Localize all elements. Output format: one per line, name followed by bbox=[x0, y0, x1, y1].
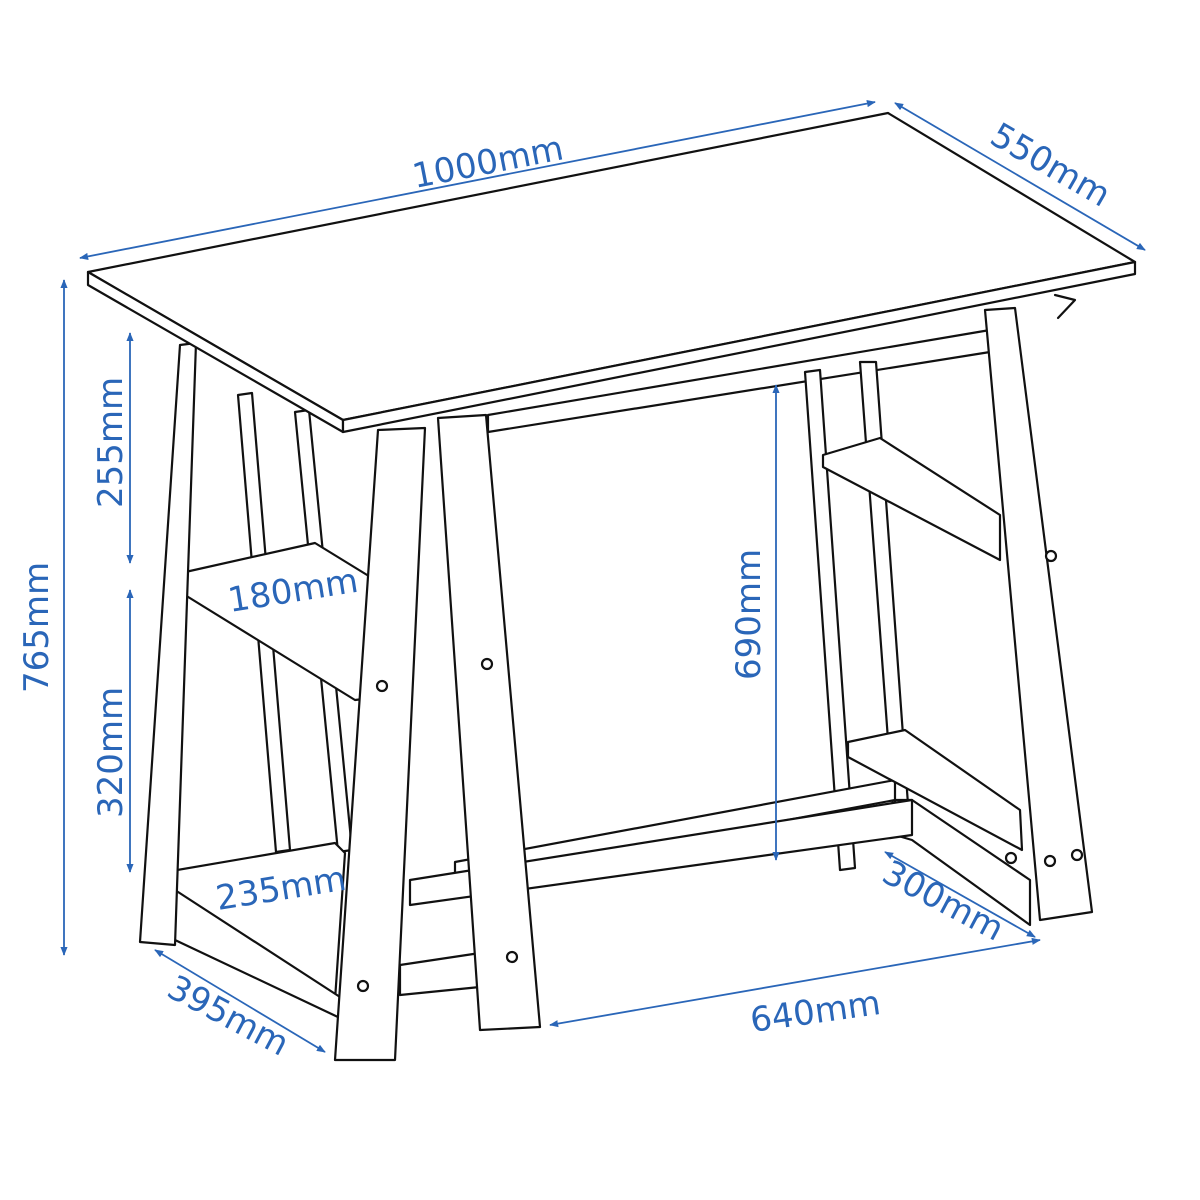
leg-span-label: 640mm bbox=[748, 983, 883, 1041]
base-depth-dim-line bbox=[154, 949, 326, 1053]
total-height-label: 765mm bbox=[17, 562, 57, 693]
front-right-leg-bolt bbox=[1044, 549, 1058, 563]
right-shelf-dim-line bbox=[884, 851, 1036, 938]
right-upper-shelf bbox=[821, 436, 1002, 562]
lower-stretcher-front bbox=[408, 798, 914, 907]
front-left-leg-bolt bbox=[375, 679, 389, 693]
shelf-gap-label: 320mm bbox=[91, 687, 131, 818]
front-left-leg-outer bbox=[138, 341, 198, 947]
back-right-leg-a bbox=[803, 368, 857, 872]
front-center-leg-bolt bbox=[480, 657, 494, 671]
clear-height-label: 690mm bbox=[729, 549, 769, 680]
top-support-bracket bbox=[1053, 293, 1077, 320]
width-dim-line bbox=[79, 100, 876, 260]
front-center-leg-bolt-2 bbox=[505, 950, 519, 964]
right-lower-shelf bbox=[846, 728, 1024, 852]
desk-drawing bbox=[86, 111, 1137, 1062]
top-gap-label: 255mm bbox=[91, 377, 131, 508]
front-right-leg bbox=[983, 306, 1094, 922]
front-right-leg-bolt-2 bbox=[1043, 854, 1057, 868]
depth-dim-line bbox=[894, 102, 1146, 251]
right-frame-bolt bbox=[1004, 851, 1018, 865]
dimension-lines bbox=[60, 100, 1146, 1053]
front-center-leg bbox=[436, 413, 542, 1032]
desk-top-side-edge bbox=[341, 260, 1137, 434]
front-right-leg-bolt-3 bbox=[1070, 848, 1084, 862]
leg-span-dim-line bbox=[549, 937, 1041, 1028]
front-left-leg-bolt-2 bbox=[356, 979, 370, 993]
front-left-leg-inner bbox=[333, 426, 427, 1062]
